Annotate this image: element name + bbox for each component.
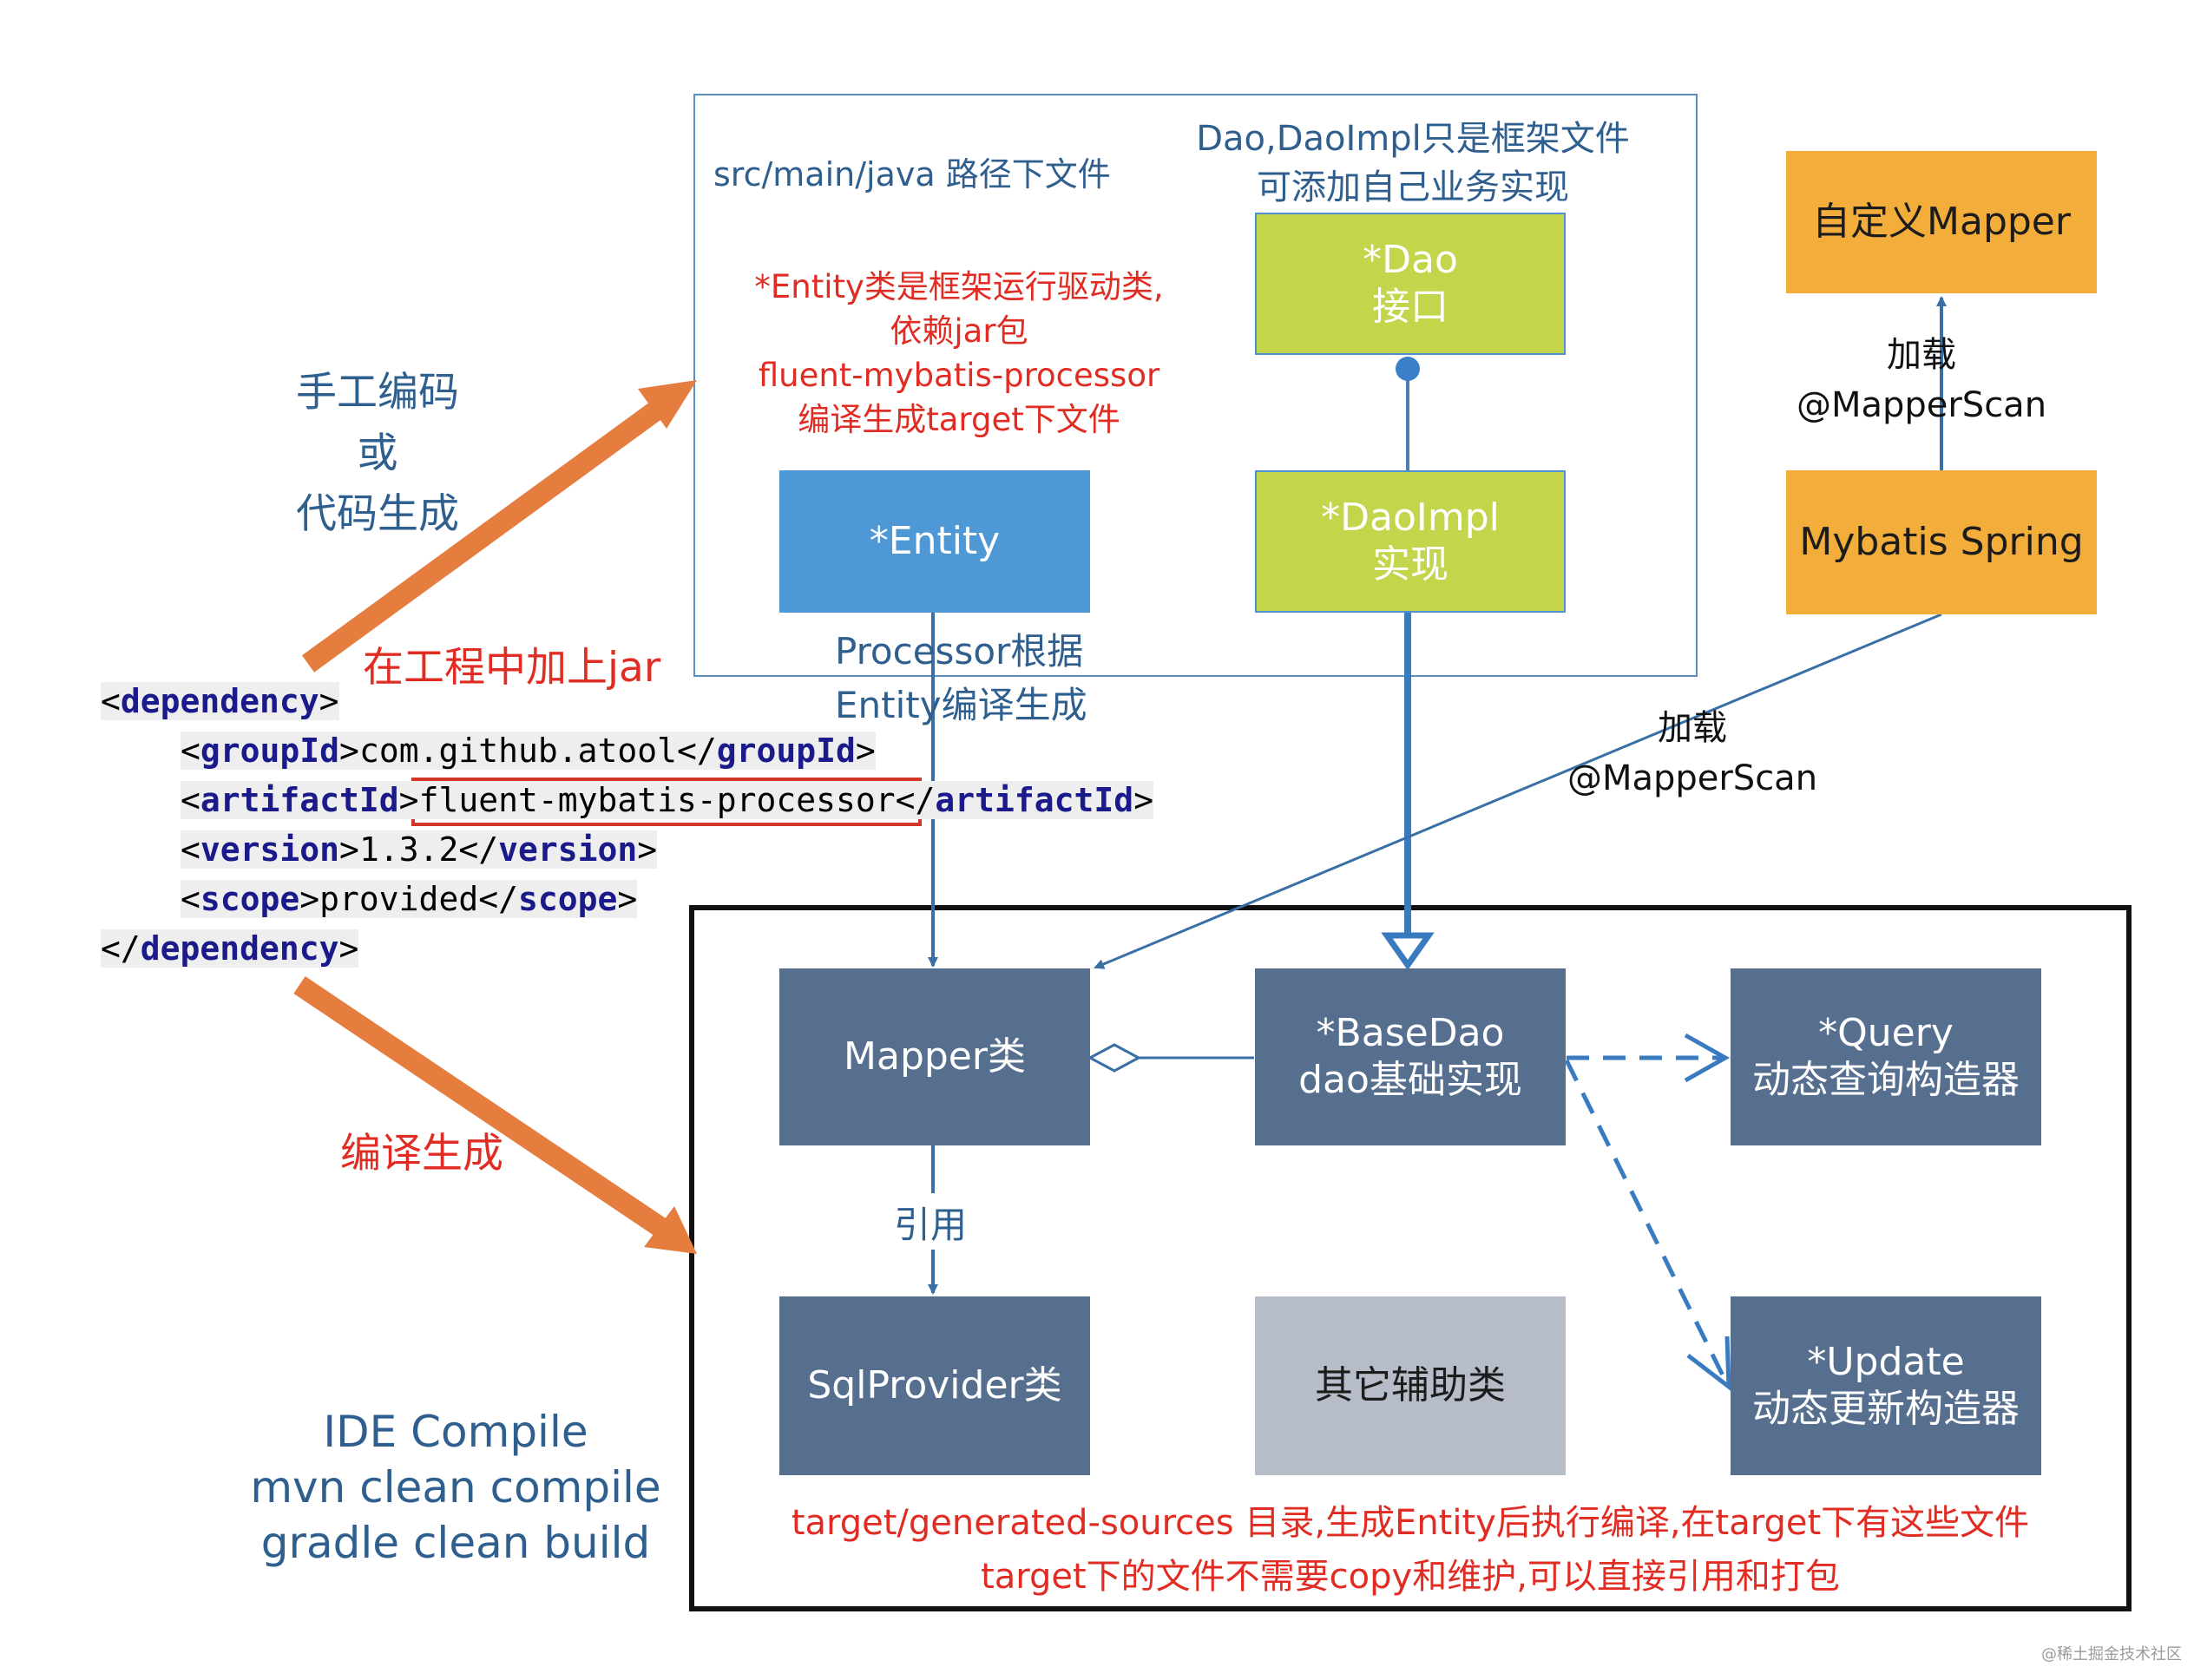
manual-label-line: 代码生成 xyxy=(296,490,459,538)
update-node[interactable]: *Update 动态更新构造器 xyxy=(1731,1296,2041,1475)
target-note-line: target/generated-sources 目录,生成Entity后执行编… xyxy=(791,1503,2030,1543)
node-title: *BaseDao xyxy=(1316,1011,1505,1056)
dao-note-line: 可添加自己业务实现 xyxy=(1257,167,1569,207)
load-mapperscan-mid: 加载 @MapperScan xyxy=(1558,703,1827,804)
node-title: 自定义Mapper xyxy=(1812,200,2071,245)
node-title: *Update xyxy=(1807,1340,1965,1385)
load-label-line: 加载 xyxy=(1887,335,1956,375)
manual-label-line: 或 xyxy=(357,430,398,477)
aggregation-link xyxy=(1087,1043,1254,1073)
load-mapperscan-top: 加载 @MapperScan xyxy=(1791,330,2052,430)
xml-value: com.github.atool xyxy=(358,732,677,770)
build-command-line: gradle clean build xyxy=(260,1518,651,1568)
node-subtitle: 动态更新构造器 xyxy=(1752,1387,2020,1431)
node-title: *Query xyxy=(1818,1011,1954,1056)
base-dao-node[interactable]: *BaseDao dao基础实现 xyxy=(1255,968,1566,1145)
mapper-node[interactable]: Mapper类 xyxy=(779,968,1090,1145)
xml-tag: dependency xyxy=(120,682,319,720)
manual-label-line: 手工编码 xyxy=(296,369,459,417)
xml-tag: groupId xyxy=(716,732,856,770)
xml-tag: scope xyxy=(200,880,300,918)
xml-value: fluent-mybatis-processor xyxy=(418,781,896,819)
spring-to-mapper-arrow xyxy=(1094,613,1942,969)
processor-label-line: Entity编译生成 xyxy=(835,684,1087,726)
add-jar-label: 在工程中加上jar xyxy=(363,644,661,692)
load-label-line: @MapperScan xyxy=(1796,385,2047,425)
compile-label: 编译生成 xyxy=(340,1130,503,1178)
node-subtitle: 实现 xyxy=(1372,542,1448,587)
helpers-node[interactable]: 其它辅助类 xyxy=(1255,1296,1566,1475)
xml-line: <artifactId>fluent-mybatis-processor</ar… xyxy=(181,781,1154,819)
xml-tag: version xyxy=(498,830,638,869)
build-commands: IDE Compile mvn clean compile gradle cle… xyxy=(234,1404,677,1571)
xml-line: </dependency> xyxy=(101,929,359,968)
xml-tag: artifactId xyxy=(935,781,1134,819)
entity-note-line: *Entity类是框架运行驱动类, xyxy=(754,268,1164,305)
node-title: Mapper类 xyxy=(844,1034,1026,1080)
compile-arrow xyxy=(293,976,697,1254)
load-label-line: 加载 xyxy=(1658,708,1727,748)
node-subtitle: 动态查询构造器 xyxy=(1752,1058,2020,1102)
reference-label: 引用 xyxy=(894,1204,968,1246)
sql-provider-node[interactable]: SqlProvider类 xyxy=(779,1296,1090,1475)
load-label-line: @MapperScan xyxy=(1567,758,1818,798)
xml-tag: groupId xyxy=(200,732,340,770)
target-note-line: target下的文件不需要copy和维护,可以直接引用和打包 xyxy=(981,1557,1840,1597)
manual-arrow xyxy=(301,380,697,673)
basedao-to-query-arrow xyxy=(1567,1033,1731,1083)
query-node[interactable]: *Query 动态查询构造器 xyxy=(1731,968,2041,1145)
node-title: *DaoImpl xyxy=(1321,495,1500,541)
build-command-line: mvn clean compile xyxy=(250,1462,661,1513)
dao-impl-node[interactable]: *DaoImpl 实现 xyxy=(1255,470,1566,613)
dao-note-line: Dao,DaoImpl只是框架文件 xyxy=(1196,119,1630,159)
node-title: SqlProvider类 xyxy=(807,1363,1062,1408)
dao-interface-node[interactable]: *Dao 接口 xyxy=(1255,213,1566,355)
node-title: *Dao xyxy=(1363,238,1458,283)
target-note: target/generated-sources 目录,生成Entity后执行编… xyxy=(712,1496,2109,1604)
xml-tag: artifactId xyxy=(200,781,399,819)
processor-label-line: Processor根据 xyxy=(835,630,1084,673)
src-panel xyxy=(693,94,1698,677)
dependency-xml: <dependency> <groupId>com.github.atool</… xyxy=(101,677,1154,974)
daoimpl-to-basedao-arrow xyxy=(1381,613,1435,971)
xml-line: <scope>provided</scope> xyxy=(181,880,638,918)
xml-tag: version xyxy=(200,830,340,869)
watermark: @稀土掘金技术社区 xyxy=(2041,1645,2182,1664)
entity-note-line: fluent-mybatis-processor xyxy=(758,357,1160,394)
entity-note: *Entity类是框架运行驱动类, 依赖jar包 fluent-mybatis-… xyxy=(729,265,1189,442)
dao-note: Dao,DaoImpl只是框架文件 可添加自己业务实现 xyxy=(1196,115,1630,212)
xml-tag: dependency xyxy=(140,929,339,968)
node-title: *Entity xyxy=(869,519,1001,564)
mybatis-spring-node[interactable]: Mybatis Spring xyxy=(1786,470,2097,614)
node-title: 其它辅助类 xyxy=(1315,1363,1506,1408)
src-path-label: src/main/java 路径下文件 xyxy=(713,155,1111,194)
custom-mapper-node[interactable]: 自定义Mapper xyxy=(1786,151,2097,293)
xml-line: <version>1.3.2</version> xyxy=(181,830,658,869)
manual-label: 手工编码 或 代码生成 xyxy=(286,363,469,545)
processor-label: Processor根据 Entity编译生成 xyxy=(835,625,1087,732)
node-subtitle: 接口 xyxy=(1372,285,1448,329)
xml-value: provided xyxy=(319,880,479,918)
build-command-line: IDE Compile xyxy=(323,1407,588,1457)
xml-line: <groupId>com.github.atool</groupId> xyxy=(181,732,876,770)
entity-node[interactable]: *Entity xyxy=(779,470,1090,613)
interface-lollipop-icon xyxy=(1396,357,1420,381)
node-subtitle: dao基础实现 xyxy=(1298,1058,1522,1102)
xml-line: <dependency> xyxy=(101,682,339,720)
basedao-to-update-arrow xyxy=(1564,1059,1731,1392)
entity-note-line: 依赖jar包 xyxy=(890,312,1028,350)
node-title: Mybatis Spring xyxy=(1799,520,2084,565)
xml-value: 1.3.2 xyxy=(358,830,459,869)
entity-note-line: 编译生成target下文件 xyxy=(798,401,1120,438)
xml-tag: scope xyxy=(517,880,618,918)
